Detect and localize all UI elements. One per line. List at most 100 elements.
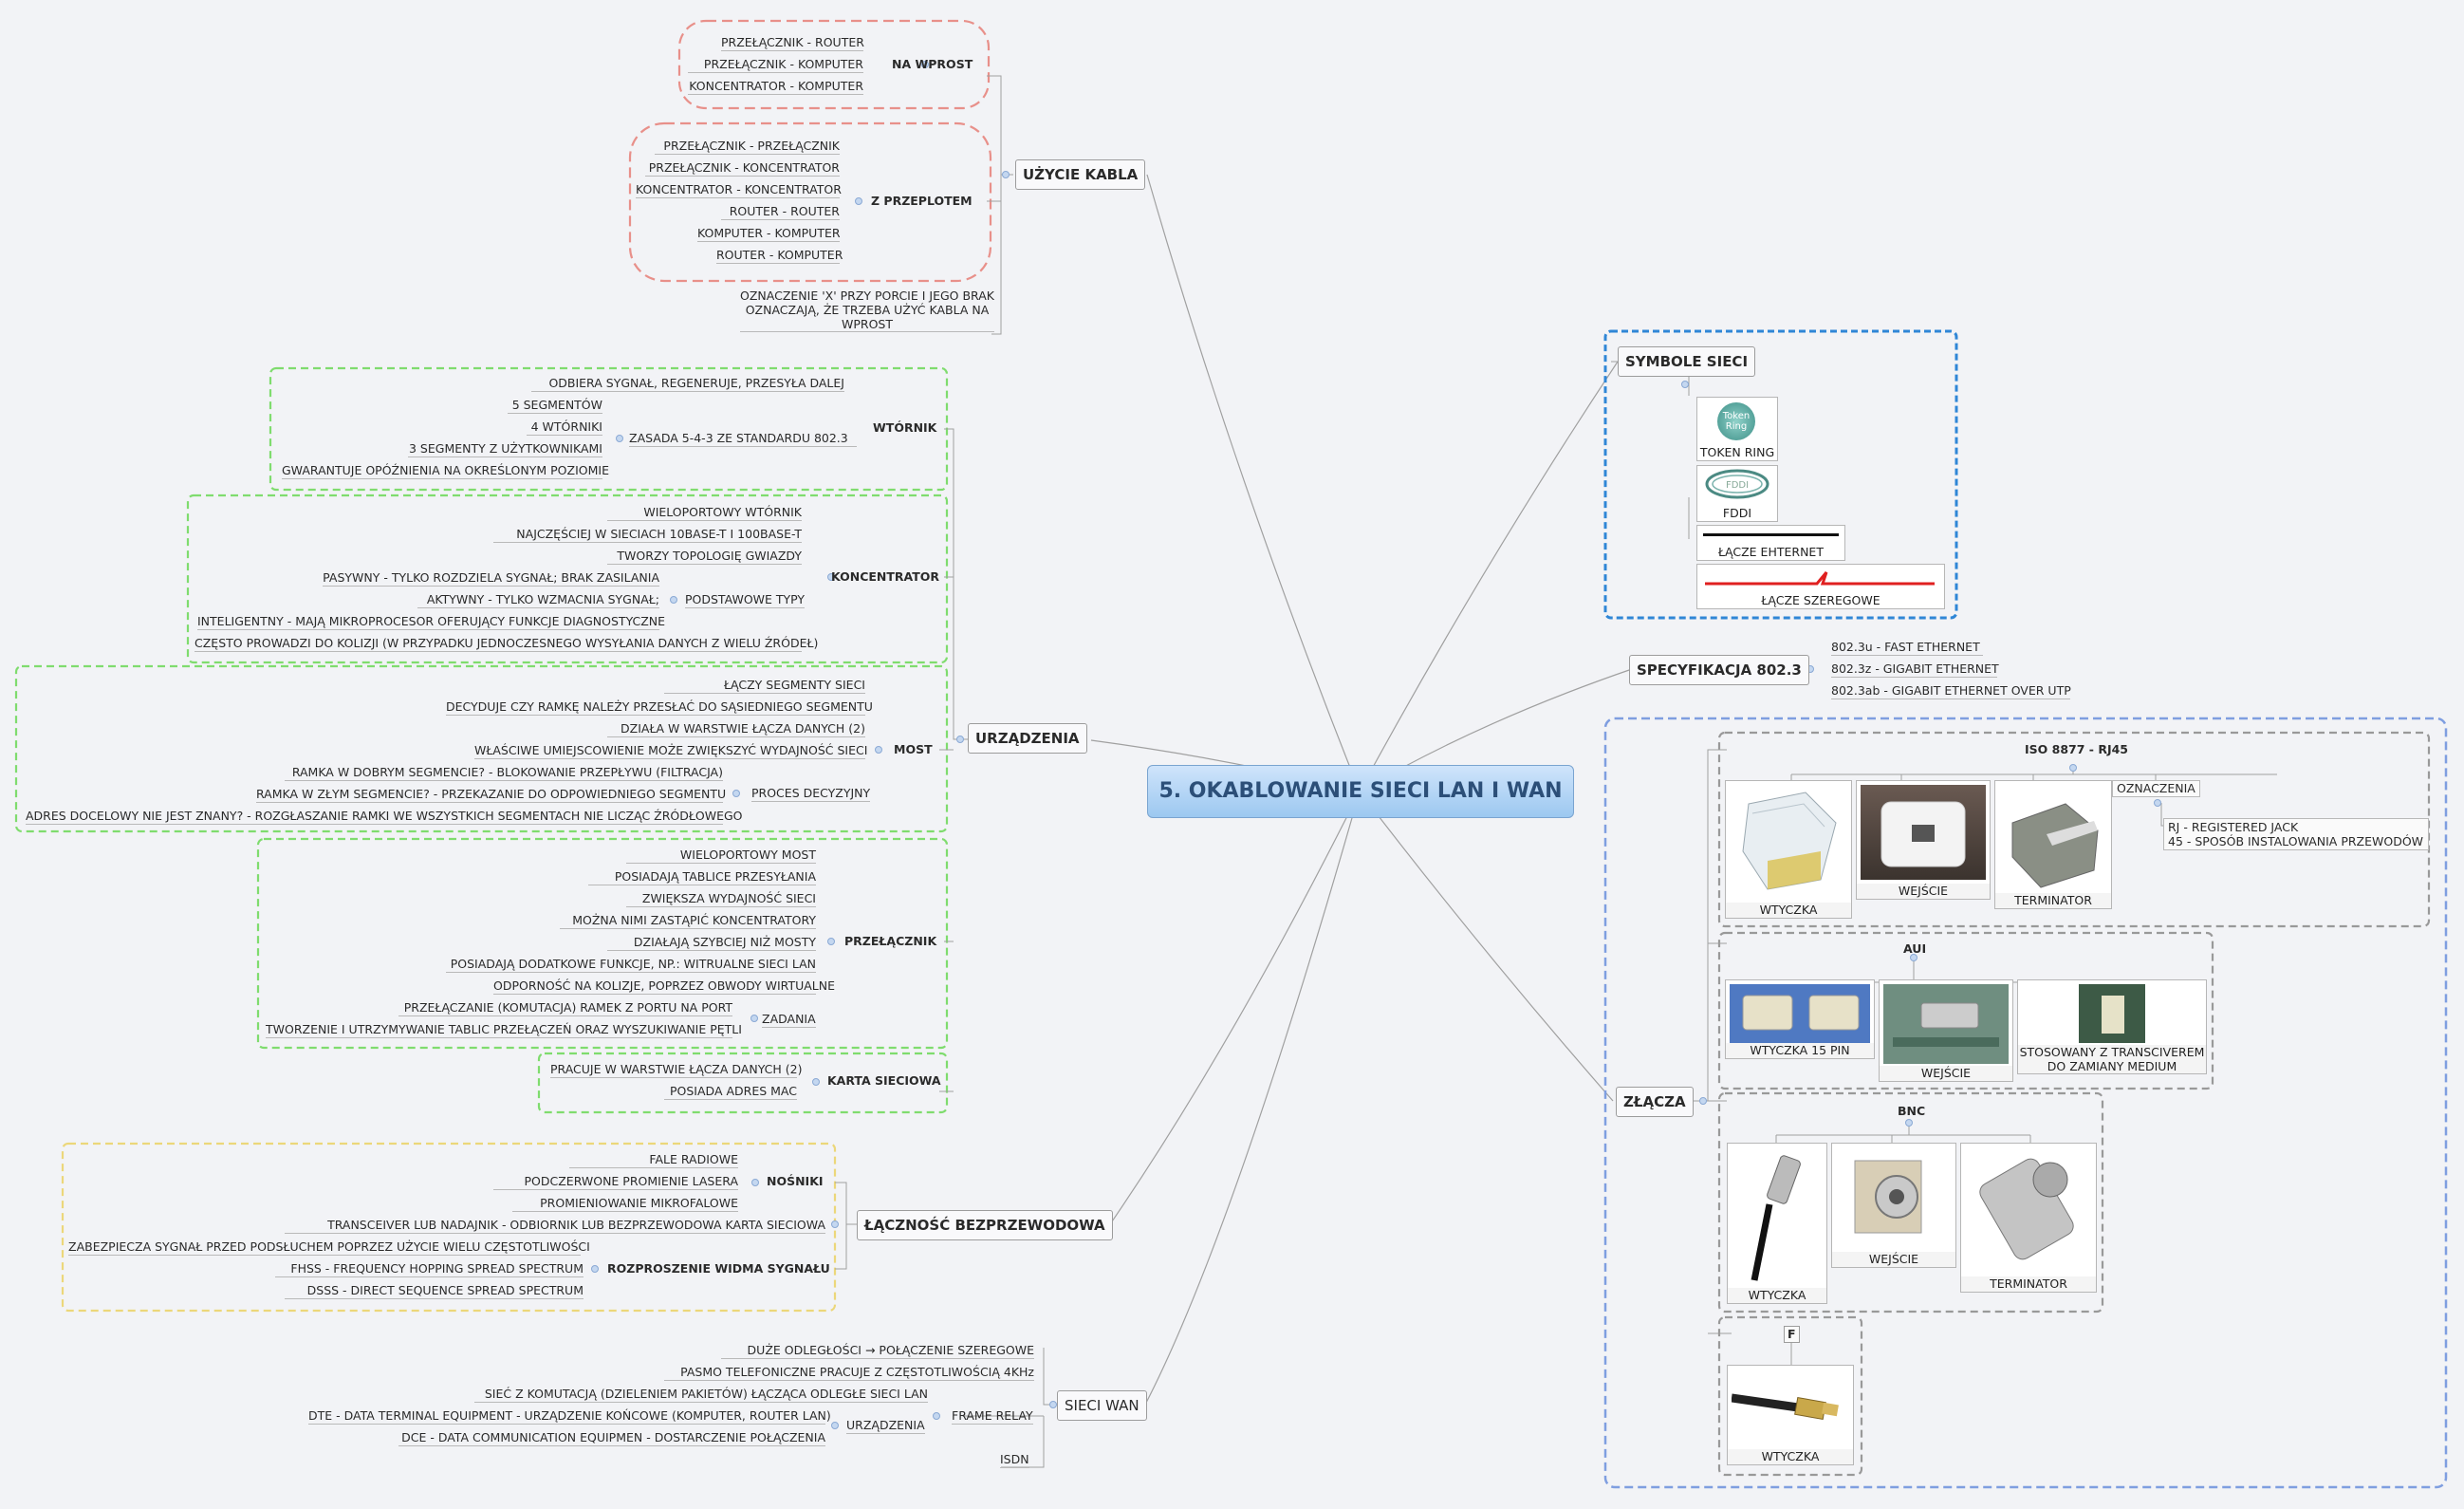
koncentrator-item: WIELOPORTOWY WTÓRNIK xyxy=(607,505,802,521)
aui-wejscie: WEJŚCIE xyxy=(1879,979,2013,1082)
label-wtornik[interactable]: WTÓRNIK xyxy=(873,420,937,435)
z-przeplotem-item: KOMPUTER - KOMPUTER xyxy=(697,226,841,242)
symbol-token-ring: Token Ring TOKEN RING xyxy=(1696,397,1778,461)
z-przeplotem-item: KONCENTRATOR - KONCENTRATOR xyxy=(636,182,842,198)
label-nosniki[interactable]: NOŚNIKI xyxy=(767,1174,824,1188)
koncentrator-typy[interactable]: PODSTAWOWE TYPY xyxy=(685,592,806,608)
rj45-oznaczenia-list: RJ - REGISTERED JACK 45 - SPOSÓB INSTALO… xyxy=(2163,818,2429,850)
label-przelacznik[interactable]: PRZEŁĄCZNIK xyxy=(844,934,937,948)
aui-transceiver-label: STOSOWANY Z TRANSCIVEREM DO ZAMIANY MEDI… xyxy=(2018,1045,2206,1073)
label-z-przeplotem[interactable]: Z PRZEPLOTEM xyxy=(871,194,973,208)
oznaczenia-item: RJ - REGISTERED JACK xyxy=(2168,820,2299,834)
most-proces[interactable]: PROCES DECYZYJNY xyxy=(751,786,871,802)
nosniki-item: PROMIENIOWANIE MIKROFALOWE xyxy=(512,1196,738,1212)
na-wprost-item: KONCENTRATOR - KOMPUTER xyxy=(688,79,863,95)
nosniki-item: FALE RADIOWE xyxy=(569,1152,738,1168)
koncentrator-item: NAJCZĘŚCIEJ W SIECIACH 10BASE-T I 100BAS… xyxy=(493,527,802,543)
uzycie-note: OZNACZENIE 'X' PRZY PORCIE I JEGO BRAK O… xyxy=(740,289,994,332)
z-przeplotem-item: ROUTER - KOMPUTER xyxy=(716,248,843,264)
label-karta-sieciowa[interactable]: KARTA SIECIOWA xyxy=(827,1073,941,1088)
wtornik-item: ODBIERA SYGNAŁ, REGENERUJE, PRZESYŁA DAL… xyxy=(531,376,844,392)
typy-item: PASYWNY - TYLKO ROZDZIELA SYGNAŁ; BRAK Z… xyxy=(323,570,659,587)
aui-socket-icon xyxy=(1883,984,2009,1064)
fddi-icon: FDDI xyxy=(1705,469,1769,499)
wan-frame-relay[interactable]: FRAME RELAY xyxy=(952,1408,1033,1425)
frame-relay-item: SIEĆ Z KOMUTACJĄ (DZIELENIEM PAKIETÓW) Ł… xyxy=(474,1387,928,1403)
topic-lacznosc-bezprzewodowa[interactable]: ŁĄCZNOŚĆ BEZPRZEWODOWA xyxy=(857,1210,1113,1240)
oznaczenia-item: 45 - SPOSÓB INSTALOWANIA PRZEWODÓW xyxy=(2168,834,2424,848)
przelacznik-item: POSIADAJĄ TABLICE PRZESYŁANIA xyxy=(588,869,816,885)
przelacznik-item: POSIADAJĄ DODATKOWE FUNKCJE, NP.: WITRUA… xyxy=(446,957,816,973)
widmo-item: DSSS - DIRECT SEQUENCE SPREAD SPECTRUM xyxy=(285,1283,584,1299)
topic-zlacza[interactable]: ZŁĄCZA xyxy=(1616,1087,1694,1117)
ethernet-line-icon xyxy=(1703,533,1839,536)
zasada-item: 3 SEGMENTY Z UŻYTKOWNIKAMI xyxy=(408,441,602,457)
bnc-plug-icon xyxy=(1751,1155,1801,1281)
na-wprost-item: PRZEŁĄCZNIK - KOMPUTER xyxy=(688,57,863,73)
bnc-terminator: TERMINATOR xyxy=(1960,1143,2097,1293)
f-wtyczka: WTYCZKA xyxy=(1727,1365,1854,1465)
symbol-szeregowe: ŁĄCZE SZEREGOWE xyxy=(1696,564,1945,609)
fddi-label: FDDI xyxy=(1697,506,1777,521)
topic-uzycie-kabla[interactable]: UŻYCIE KABLA xyxy=(1015,159,1146,190)
label-f[interactable]: F xyxy=(1784,1326,1800,1343)
zasada-item: GWARANTUJE OPÓŹNIENIA NA OKREŚLONYM POZI… xyxy=(282,463,609,479)
bnc-socket-icon xyxy=(1854,1160,1922,1234)
wan-isdn[interactable]: ISDN xyxy=(1000,1452,1029,1468)
most-item: ŁĄCZY SEGMENTY SIECI xyxy=(664,678,865,694)
bnc-wejscie: WEJŚCIE xyxy=(1831,1143,1956,1268)
rj45-wejscie: WEJŚCIE xyxy=(1856,780,1991,900)
z-przeplotem-item: PRZEŁĄCZNIK - PRZEŁĄCZNIK xyxy=(655,139,840,155)
rj45-oznaczenia[interactable]: OZNACZENIA xyxy=(2112,780,2200,797)
label-bnc[interactable]: BNC xyxy=(1898,1104,1926,1118)
przelacznik-item: DZIAŁAJĄ SZYBCIEJ NIŻ MOSTY xyxy=(607,935,816,951)
topic-symbole-sieci[interactable]: SYMBOLE SIECI xyxy=(1618,346,1756,377)
rj45-plug-icon xyxy=(1742,792,1837,890)
label-na-wprost[interactable]: NA WPROST xyxy=(892,57,973,71)
aui-wtyczka: WTYCZKA 15 PIN xyxy=(1725,979,1875,1059)
proces-item: RAMKA W DOBRYM SEGMENCIE? - BLOKOWANIE P… xyxy=(285,765,723,781)
rj45-terminator-label: TERMINATOR xyxy=(1995,893,2111,908)
wtornik-zasada[interactable]: ZASADA 5-4-3 ZE STANDARDU 802.3 xyxy=(629,431,857,447)
bezprzewodowa-item: TRANSCEIVER LUB NADAJNIK - ODBIORNIK LUB… xyxy=(285,1218,825,1234)
wan-item: DUŻE ODLEGŁOŚCI → POŁĄCZENIE SZEREGOWE xyxy=(721,1343,1034,1359)
label-koncentrator[interactable]: KONCENTRATOR xyxy=(831,569,940,584)
label-aui[interactable]: AUI xyxy=(1903,941,1927,956)
symbol-fddi: FDDI FDDI xyxy=(1696,465,1778,522)
token-ring-icon: Token Ring xyxy=(1717,402,1755,440)
zasada-item: 5 SEGMENTÓW xyxy=(508,398,602,414)
label-rozproszenie-widma[interactable]: ROZPROSZENIE WIDMA SYGNAŁU xyxy=(607,1261,830,1276)
label-most[interactable]: MOST xyxy=(894,742,933,756)
bnc-wejscie-label: WEJŚCIE xyxy=(1832,1252,1955,1267)
zadania-item: PRZEŁĄCZANIE (KOMUTACJA) RAMEK Z PORTU N… xyxy=(398,1000,732,1016)
root-topic[interactable]: 5. OKABLOWANIE SIECI LAN I WAN xyxy=(1147,765,1574,818)
wan-item: PASMO TELEFONICZNE PRACUJE Z CZĘSTOTLIWO… xyxy=(664,1365,1034,1381)
frame-relay-urzadzenia[interactable]: URZĄDZENIA xyxy=(846,1418,925,1434)
proces-item: ADRES DOCELOWY NIE JEST ZNANY? - ROZGŁAS… xyxy=(26,809,743,825)
rj45-terminator: TERMINATOR xyxy=(1994,780,2112,909)
bnc-terminator-label: TERMINATOR xyxy=(1961,1276,2096,1292)
most-item: WŁAŚCIWE UMIEJSCOWIENIE MOŻE ZWIĘKSZYĆ W… xyxy=(474,743,868,759)
z-przeplotem-item: ROUTER - ROUTER xyxy=(721,204,840,220)
koncentrator-item: CZĘSTO PROWADZI DO KOLIZJI (W PRZYPADKU … xyxy=(195,636,819,652)
rj45-wtyczka-label: WTYCZKA xyxy=(1726,903,1851,918)
przelacznik-item: ZWIĘKSZA WYDAJNOŚĆ SIECI xyxy=(626,891,816,907)
spec-item: 802.3z - GIGABIT ETHERNET xyxy=(1831,661,1999,678)
bnc-wtyczka: WTYCZKA xyxy=(1727,1143,1827,1304)
przelacznik-zadania[interactable]: ZADANIA xyxy=(762,1012,816,1028)
topic-urzadzenia[interactable]: URZĄDZENIA xyxy=(968,723,1087,754)
token-ring-label: TOKEN RING xyxy=(1697,445,1777,460)
rj45-terminator-icon xyxy=(2011,803,2099,888)
label-rj45[interactable]: ISO 8877 - RJ45 xyxy=(2025,742,2128,756)
proces-item: RAMKA W ZŁYM SEGMENCIE? - PRZEKAZANIE DO… xyxy=(256,787,727,803)
karta-item: POSIADA ADRES MAC xyxy=(664,1084,797,1100)
aui-transceiver-icon xyxy=(2079,984,2145,1043)
topic-specyfikacja[interactable]: SPECYFIKACJA 802.3 xyxy=(1629,655,1809,685)
przelacznik-item: ODPORNOŚĆ NA KOLIZJE, POPRZEZ OBWODY WIR… xyxy=(493,978,836,995)
koncentrator-item: TWORZY TOPOLOGIĘ GWIAZDY xyxy=(607,549,802,565)
z-przeplotem-item: PRZEŁĄCZNIK - KONCENTRATOR xyxy=(645,160,840,177)
rj45-wejscie-label: WEJŚCIE xyxy=(1857,884,1990,899)
topic-sieci-wan[interactable]: SIECI WAN xyxy=(1057,1390,1147,1421)
typy-item: INTELIGENTNY - MAJĄ MIKROPROCESOR OFERUJ… xyxy=(197,614,666,630)
